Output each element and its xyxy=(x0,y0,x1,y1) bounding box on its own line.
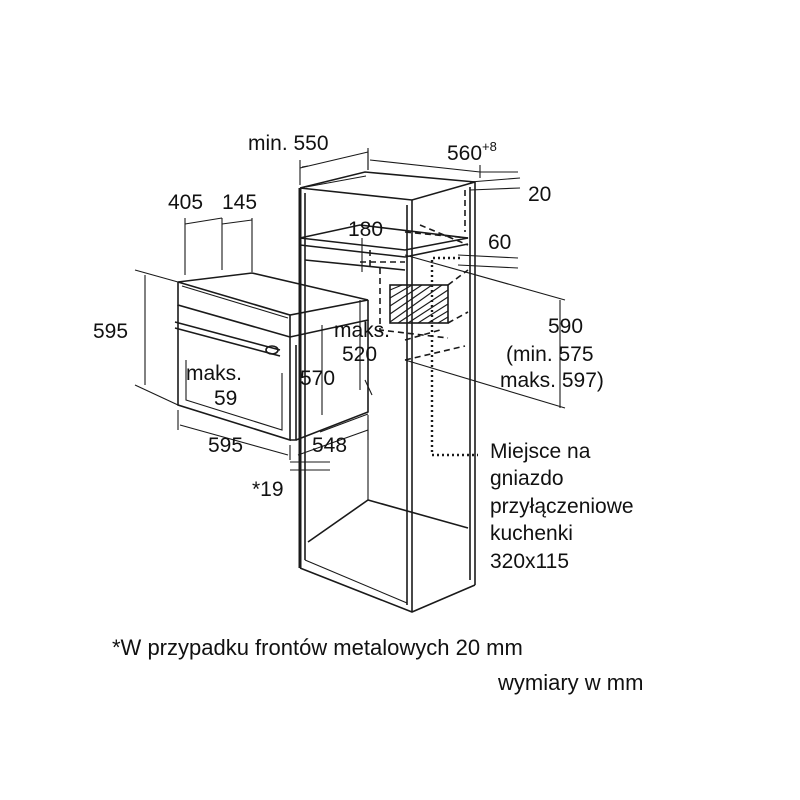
units-note: wymiary w mm xyxy=(497,670,643,695)
label-145: 145 xyxy=(222,191,257,214)
label-maks-520-line2: 520 xyxy=(342,343,377,366)
label-width-595: 595 xyxy=(208,434,243,457)
socket-label-line3: przyłączeniowe xyxy=(490,495,634,518)
socket-label-line1: Miejsce na xyxy=(490,440,591,463)
label-570: 570 xyxy=(300,367,335,390)
socket-label-line2: gniazdo xyxy=(490,467,564,490)
label-560: 560+8 xyxy=(447,139,497,165)
label-560-value: 560 xyxy=(447,142,482,165)
label-maks-59-line1: maks. xyxy=(186,362,242,385)
dimension-lines xyxy=(134,148,566,471)
label-180: 180 xyxy=(348,218,383,241)
label-590: 590 xyxy=(548,315,583,338)
socket-label-line4: kuchenki xyxy=(490,522,573,545)
label-maks-520-line1: maks. xyxy=(334,319,390,342)
labels: min. 550 560+8 20 180 60 405 145 595 590… xyxy=(93,132,643,695)
label-19: *19 xyxy=(252,478,284,501)
label-min-575: (min. 575 xyxy=(506,343,594,366)
cabinet xyxy=(298,171,476,613)
label-height-595: 595 xyxy=(93,320,128,343)
socket-label-line5: 320x115 xyxy=(490,550,569,573)
label-maks-597: maks. 597) xyxy=(500,369,604,392)
oven xyxy=(174,272,369,442)
label-60: 60 xyxy=(488,231,511,254)
label-548: 548 xyxy=(312,434,347,457)
label-560-tolerance: +8 xyxy=(482,139,497,154)
footnote: *W przypadku frontów metalowych 20 mm xyxy=(112,635,523,660)
label-min-550: min. 550 xyxy=(248,132,329,155)
label-405: 405 xyxy=(168,191,203,214)
label-20: 20 xyxy=(528,183,551,206)
label-maks-59-line2: 59 xyxy=(214,387,237,410)
